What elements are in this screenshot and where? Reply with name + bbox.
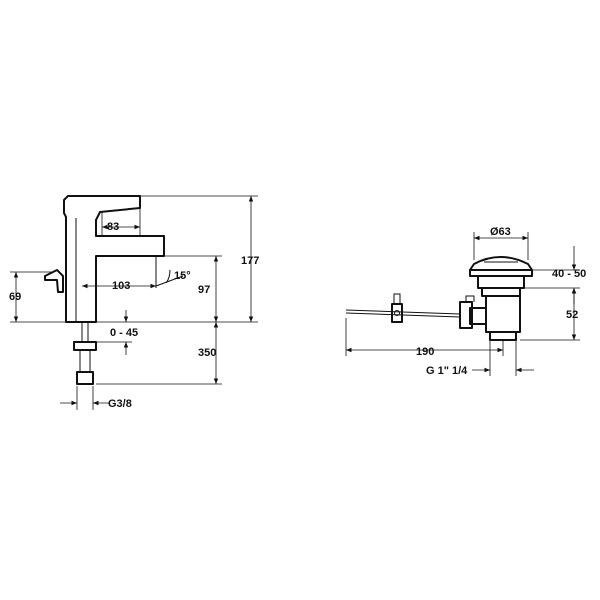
dim-lever-height: 69 (9, 291, 21, 303)
drain-side-outlet (469, 307, 487, 325)
drain-body (485, 295, 521, 333)
dim-spout-height: 97 (198, 284, 210, 296)
faucet-body (63, 195, 165, 323)
drain-flange (469, 269, 533, 277)
drain-drawing: Ø63 40 - 50 52 190 G 1" 1/4 (345, 226, 586, 377)
supply-nut (73, 341, 97, 351)
faucet-drawing: 83 103 15° 97 177 69 0 - 45 350 (9, 195, 259, 410)
drain-nut (489, 331, 517, 341)
dim-diameter: Ø63 (490, 226, 511, 238)
supply-pipe (81, 321, 89, 343)
dim-body-height: 52 (566, 309, 578, 321)
hose-fitting (76, 371, 94, 385)
dim-total-height: 177 (241, 255, 259, 267)
dim-stroke: 40 - 50 (552, 268, 586, 280)
dim-angle: 15° (174, 270, 191, 282)
faucet-lever (44, 269, 64, 293)
dim-handle-reach: 83 (107, 221, 119, 233)
dim-faucet-thread: G3/8 (108, 398, 132, 410)
dim-drain-thread: G 1" 1/4 (426, 365, 468, 377)
supply-hose (79, 349, 91, 373)
dim-rod-length: 190 (416, 346, 434, 358)
dim-spout-reach: 103 (112, 280, 130, 292)
drain-cap (469, 256, 533, 271)
dim-deck-range: 0 - 45 (110, 327, 138, 339)
dim-hose-length: 350 (198, 347, 216, 359)
drain-upper-body (477, 276, 525, 289)
rod-clamp (391, 303, 403, 323)
